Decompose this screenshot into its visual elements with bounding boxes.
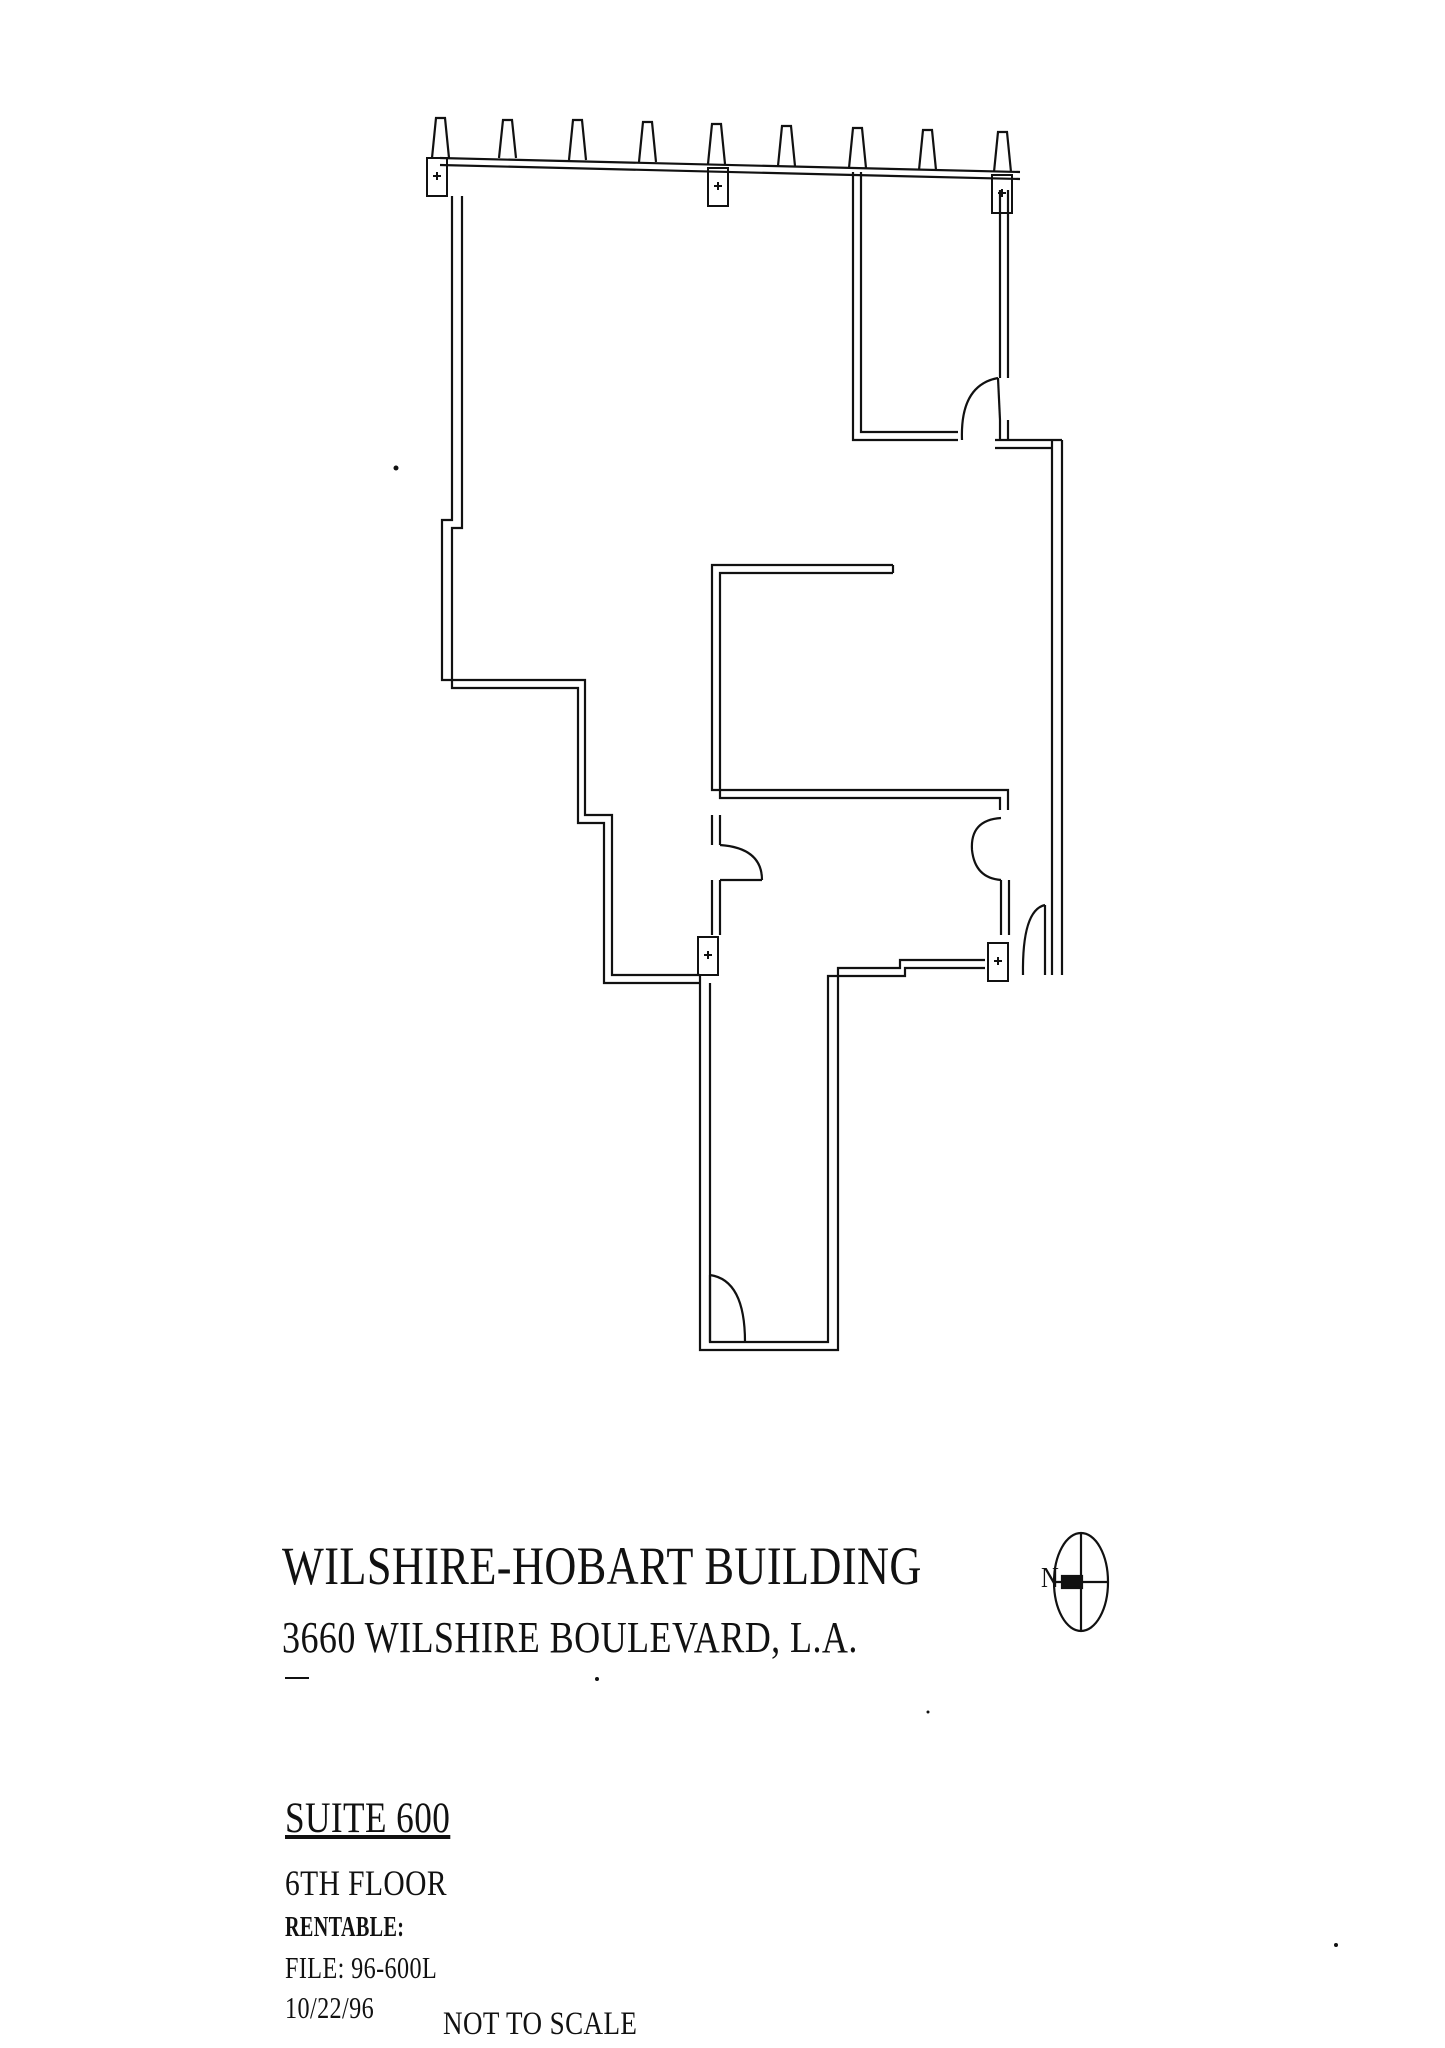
window-wall — [439, 156, 1021, 181]
suite-label: SUITE 600 — [285, 1795, 451, 1842]
columns — [426, 157, 1013, 982]
office-northeast — [851, 172, 1010, 442]
column-sw — [697, 936, 719, 976]
floor-label: 6TH FLOOR — [285, 1863, 447, 1903]
door-interior-right — [970, 816, 1002, 882]
date-label: 10/22/96 — [285, 1990, 375, 2025]
file-label: FILE: 96-600L — [285, 1950, 438, 1985]
door-interior-left — [719, 843, 764, 881]
interior-room — [710, 563, 1010, 810]
scan-marks — [285, 465, 1338, 1947]
door-northeast — [960, 376, 999, 441]
door-entry — [709, 1273, 747, 1343]
outer-walls — [440, 196, 1064, 1352]
column-nw — [426, 157, 448, 197]
column-n — [707, 167, 729, 207]
lower-right-walls — [710, 815, 1011, 935]
building-address: 3660 WILSHIRE BOULEVARD, L.A. — [282, 1613, 858, 1662]
column-ne — [991, 174, 1013, 214]
north-label: N — [1041, 1562, 1060, 1594]
rentable-label: RENTABLE: — [285, 1912, 405, 1943]
door-swings — [708, 376, 1047, 1343]
door-east — [1021, 903, 1046, 976]
scale-note: NOT TO SCALE — [443, 2006, 638, 2042]
column-se — [987, 942, 1009, 982]
window-mullions — [430, 116, 1013, 173]
north-arrow — [1052, 1531, 1110, 1633]
building-name: WILSHIRE-HOBART BUILDING — [282, 1536, 922, 1596]
